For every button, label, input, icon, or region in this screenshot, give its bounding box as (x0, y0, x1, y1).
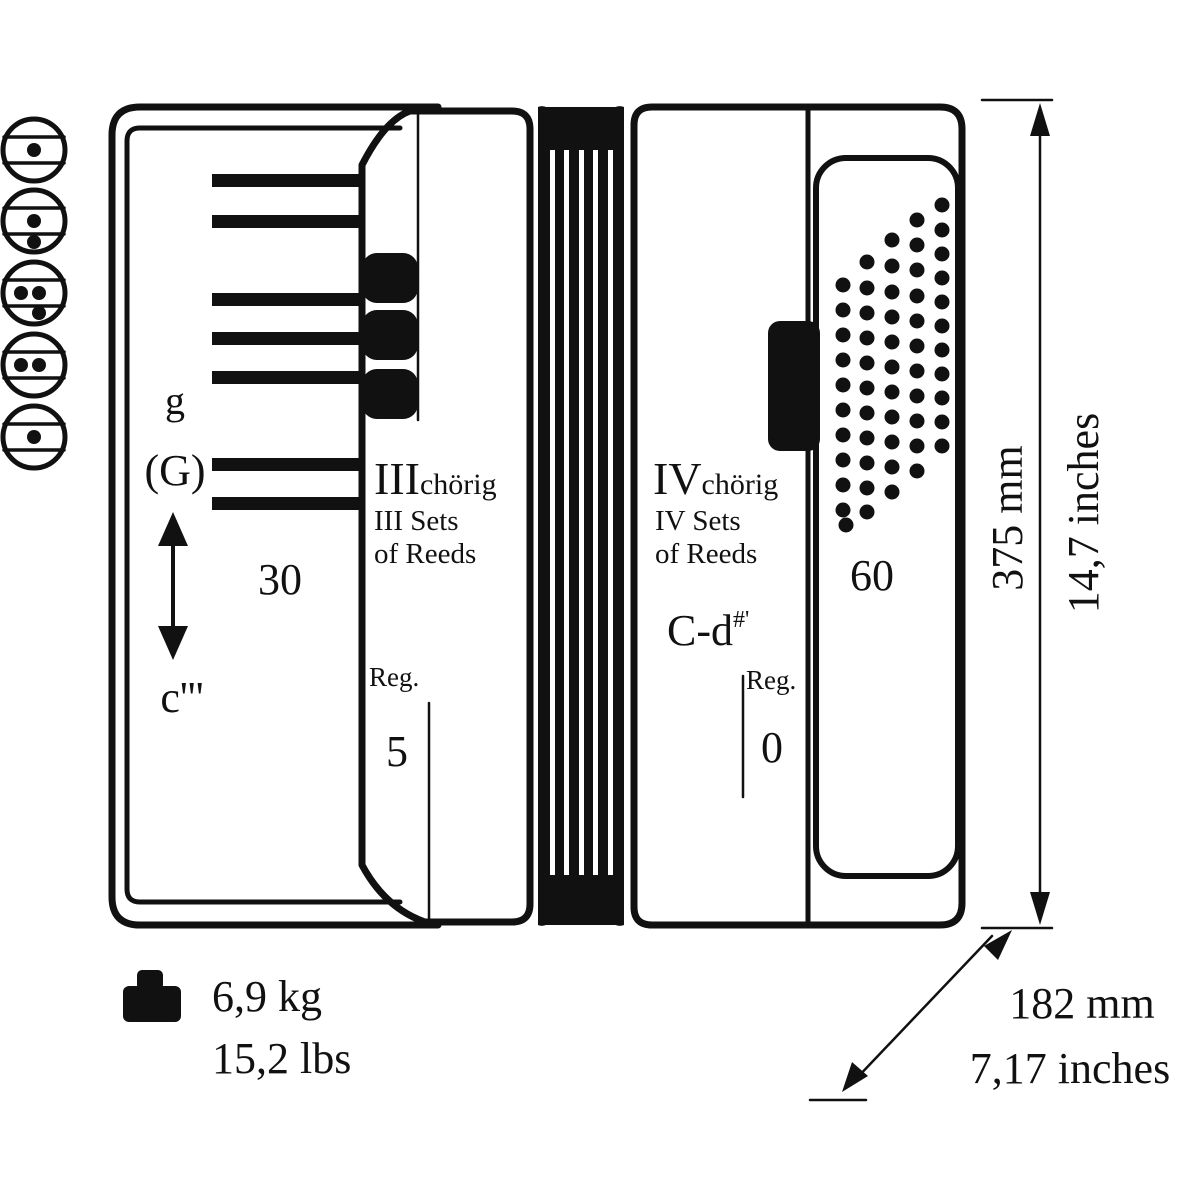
register-icon-single (0, 116, 68, 184)
treble-reeds-en-2: of Reeds (374, 538, 476, 570)
register-icon-double-split (0, 331, 68, 399)
register-icon-triple (0, 259, 68, 327)
bass-button-panel (813, 155, 961, 879)
bass-reeds-label: IVchörig (653, 453, 778, 504)
treble-casing (108, 103, 442, 929)
weight-metric: 6,9 kg (212, 972, 322, 1021)
bass-side: IVchörig IV Sets of Reeds 60 C-d#' Reg. … (630, 103, 966, 929)
bass-reeds-en-1: IV Sets (655, 505, 741, 537)
bellows (538, 106, 624, 926)
height-dimension: 375 mm 14,7 inches (980, 98, 1108, 930)
treble-side: g (G) c''' 30 IIIchörig III Sets of Reed… (108, 103, 534, 929)
weight-imperial: 15,2 lbs (212, 1034, 351, 1083)
register-icon-double (0, 187, 68, 255)
bass-casing (630, 103, 966, 929)
depth-metric: 182 mm (1009, 979, 1154, 1028)
treble-range-bottom: c''' (160, 673, 203, 722)
bass-button-count: 60 (850, 551, 894, 600)
treble-register-label: Reg. (369, 662, 419, 692)
bass-buttons-grid (835, 197, 950, 533)
treble-key-count: 30 (258, 555, 302, 604)
bass-register-count: 0 (761, 723, 783, 772)
treble-keyboard-panel (124, 125, 403, 905)
treble-black-keys (212, 174, 360, 510)
register-icons (0, 116, 68, 471)
bass-register-label: Reg. (746, 665, 796, 695)
treble-reeds-en-1: III Sets (374, 505, 459, 537)
depth-imperial: 7,17 inches (970, 1044, 1170, 1093)
bass-reeds-en-2: of Reeds (655, 538, 757, 570)
treble-range-top: g (165, 378, 185, 423)
height-metric: 375 mm (983, 445, 1032, 590)
depth-dimension: 182 mm 7,17 inches (808, 930, 1170, 1102)
height-imperial: 14,7 inches (1059, 413, 1108, 613)
treble-register-switches (362, 253, 418, 419)
weight-icon (123, 970, 181, 1022)
register-icon-single-low (0, 403, 68, 471)
bass-strap-handle (768, 321, 820, 451)
weight-info: 6,9 kg 15,2 lbs (123, 970, 351, 1083)
treble-register-count: 5 (386, 727, 408, 776)
treble-fingerboard (358, 107, 534, 926)
treble-range-arrow (158, 512, 188, 660)
treble-range-top-alt: (G) (144, 446, 205, 495)
bass-range: C-d#' (667, 606, 749, 655)
treble-reeds-label: IIIchörig (374, 453, 497, 504)
